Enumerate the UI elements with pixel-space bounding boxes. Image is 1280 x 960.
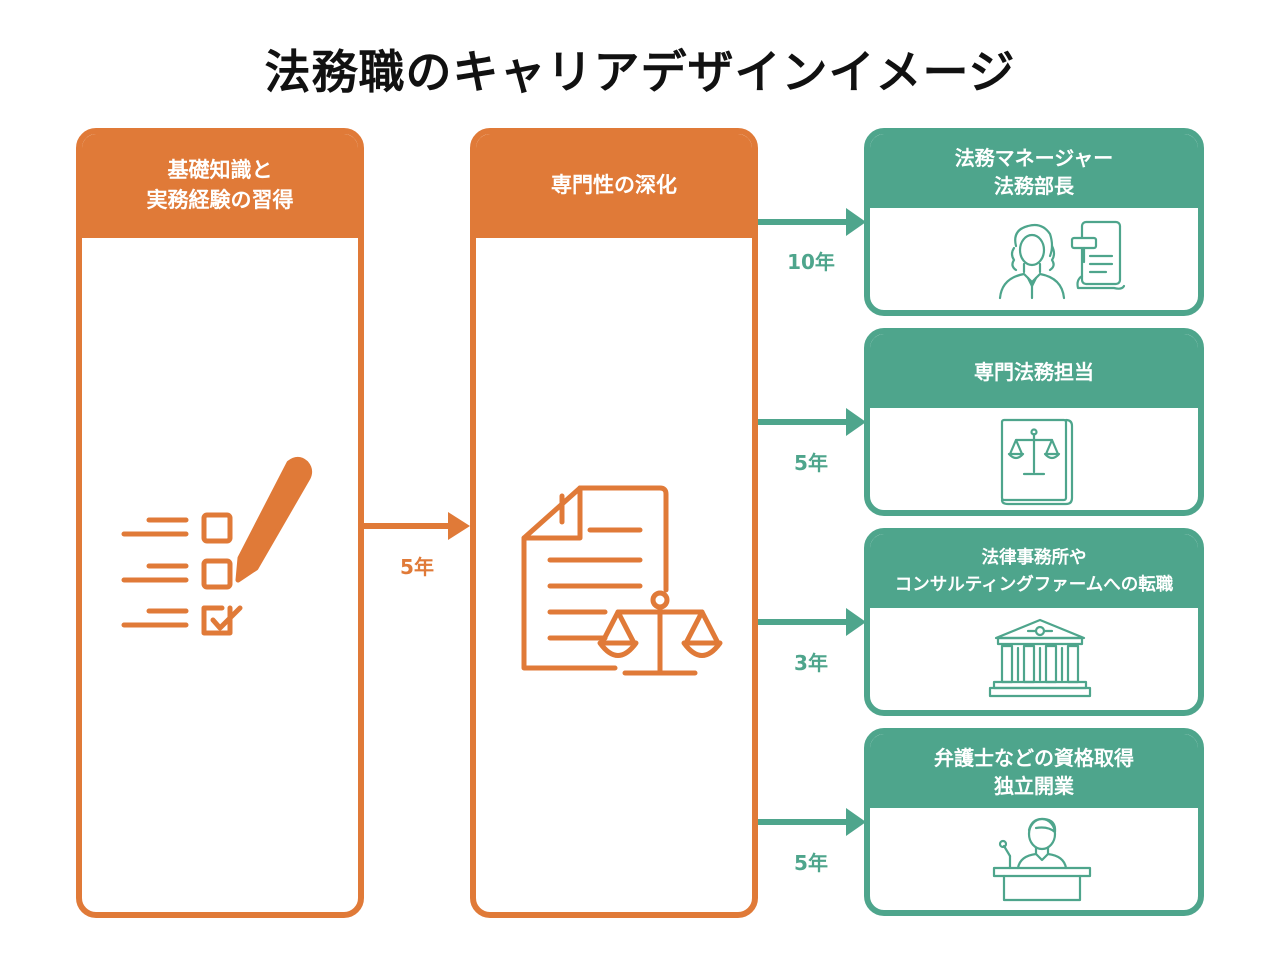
stage-header: 基礎知識と 実務経験の習得 <box>82 134 358 238</box>
stage-basic-knowledge: 基礎知識と 実務経験の習得 <box>76 128 364 918</box>
outcome-title-line2: コンサルティングファームへの転職 <box>894 575 1174 595</box>
outcome-independent: 弁護士などの資格取得 独立開業 <box>864 728 1204 916</box>
checklist-pencil-icon <box>121 457 313 636</box>
outcome-title-line2: 法務部長 <box>994 174 1074 198</box>
outcome-header: 法務マネージャー 法務部長 <box>870 134 1198 208</box>
stage-header: 専門性の深化 <box>476 134 752 238</box>
outcome-title-line1: 法律事務所や <box>981 547 1087 568</box>
outcome-header: 専門法務担当 <box>870 334 1198 408</box>
outcome-arrow <box>758 208 866 236</box>
stage-specialization: 専門性の深化 <box>470 128 758 918</box>
outcome-title: 専門法務担当 <box>974 359 1094 384</box>
outcome-arrow <box>758 608 866 636</box>
outcome-years: 3年 <box>794 651 828 675</box>
outcome-title-line1: 法務マネージャー <box>954 145 1114 170</box>
outcome-years: 5年 <box>794 451 828 475</box>
outcome-arrow <box>758 408 866 436</box>
stage-title-line2: 実務経験の習得 <box>146 188 294 212</box>
outcome-years: 5年 <box>794 851 828 875</box>
outcome-header: 法律事務所や コンサルティングファームへの転職 <box>870 534 1198 608</box>
page-title: 法務職のキャリアデザインイメージ <box>264 45 1016 99</box>
outcome-specialist: 専門法務担当 <box>864 328 1204 516</box>
stage-title-line1: 基礎知識と <box>167 158 273 183</box>
courthouse-icon <box>988 618 1092 698</box>
outcome-header: 弁護士などの資格取得 独立開業 <box>870 734 1198 808</box>
judge-gavel-icon <box>998 220 1126 300</box>
law-book-scales-icon <box>1000 418 1074 506</box>
outcome-law-firm: 法律事務所や コンサルティングファームへの転職 <box>864 528 1204 716</box>
outcome-arrow <box>758 808 866 836</box>
lawyer-podium-icon <box>992 817 1092 902</box>
outcome-legal-manager: 法務マネージャー 法務部長 <box>864 128 1204 316</box>
transition-years: 5年 <box>400 555 434 579</box>
transition-arrow <box>364 512 470 540</box>
outcome-title-line2: 独立開業 <box>994 774 1074 798</box>
outcome-years: 10年 <box>787 250 835 274</box>
outcome-title-line1: 弁護士などの資格取得 <box>934 745 1134 770</box>
legal-document-scales-icon <box>521 485 723 676</box>
stage-title: 専門性の深化 <box>551 173 677 198</box>
